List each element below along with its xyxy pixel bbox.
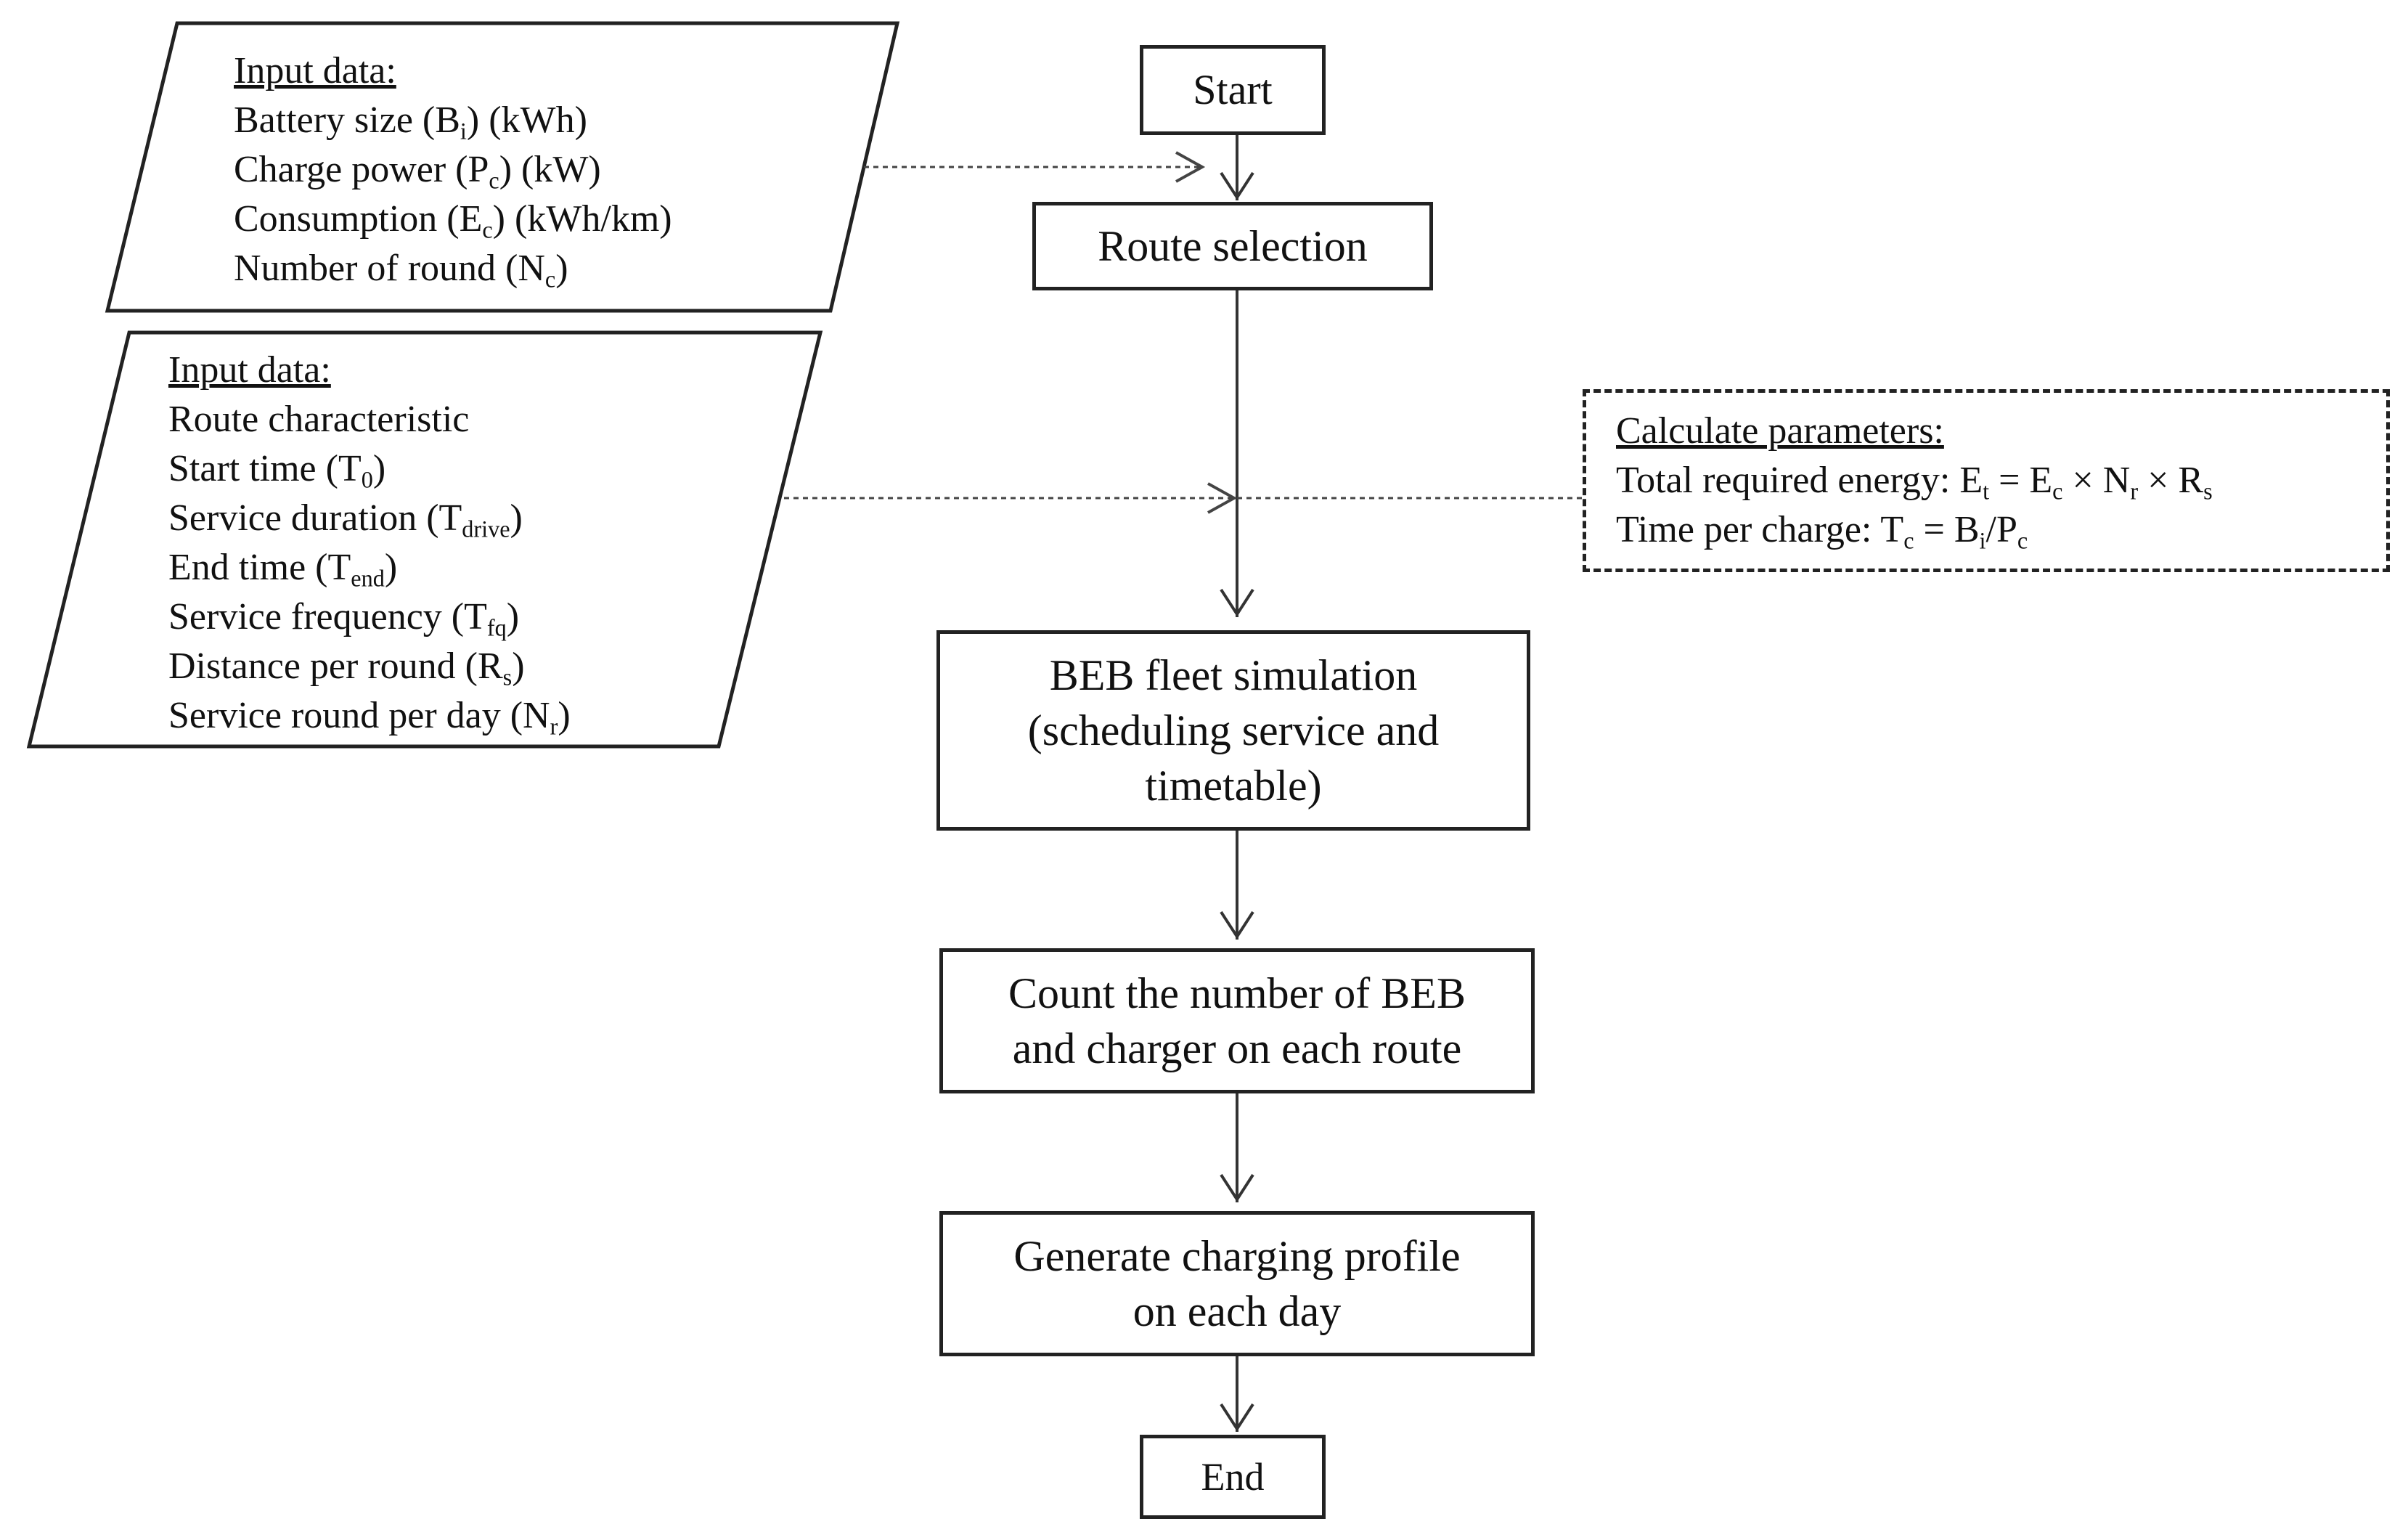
input2-line-rounds-per-day: Service round per day (Nr) — [168, 695, 571, 740]
arrowhead-input1 — [1175, 151, 1206, 183]
input1-title: Input data: — [234, 50, 396, 91]
input2-line-frequency: Service frequency (Tfq) — [168, 596, 520, 641]
input1-line-charge-power: Charge power (Pc) (kW) — [234, 149, 601, 194]
input2-line-start-time: Start time (T0) — [168, 448, 386, 493]
arrowhead-route — [1220, 171, 1254, 200]
calculate-parameters-text: Calculate parameters: Total required ene… — [1616, 407, 2213, 555]
input1-line-rounds: Number of round (Nc) — [234, 248, 568, 293]
arrowhead-generate — [1220, 1173, 1254, 1202]
params-time-formula: Time per charge: Tc = Bi/Pc — [1616, 509, 2028, 554]
route-selection-box: Route selection — [1032, 202, 1433, 290]
input2-title: Input data: — [168, 349, 331, 391]
input2-line-route: Route characteristic — [168, 399, 470, 440]
params-title: Calculate parameters: — [1616, 410, 1944, 452]
generate-box: Generate charging profile on each day — [939, 1211, 1535, 1356]
simulation-line-3: timetable) — [1145, 762, 1322, 810]
input1-line-battery: Battery size (Bi) (kWh) — [234, 99, 587, 144]
end-label: End — [1201, 1455, 1265, 1499]
count-box: Count the number of BEB and charger on e… — [939, 948, 1535, 1093]
start-label: Start — [1193, 66, 1273, 113]
generate-line-2: on each day — [1132, 1287, 1342, 1335]
input-data-parallelogram-1 — [105, 21, 900, 313]
input-data-2-text: Input data: Route characteristic Start t… — [168, 346, 571, 741]
input-data-1-text: Input data: Battery size (Bi) (kWh) Char… — [234, 46, 672, 293]
generate-line-1: Generate charging profile — [1013, 1232, 1461, 1280]
simulation-box: BEB fleet simulation (scheduling service… — [936, 630, 1530, 831]
route-selection-label: Route selection — [1098, 222, 1368, 270]
arrowhead-end — [1220, 1403, 1254, 1432]
input2-line-end-time: End time (Tend) — [168, 547, 398, 592]
arrowhead-sim — [1220, 588, 1254, 617]
arrowhead-input2 — [1207, 482, 1238, 514]
simulation-line-1: BEB fleet simulation — [1049, 651, 1418, 699]
simulation-line-2: (scheduling service and — [1027, 706, 1440, 754]
start-terminal: Start — [1140, 45, 1326, 135]
calculate-parameters-box — [1583, 389, 2390, 572]
input1-line-consumption: Consumption (Ec) (kWh/km) — [234, 198, 672, 243]
count-line-2: and charger on each route — [1012, 1024, 1462, 1072]
input2-line-distance: Distance per round (Rs) — [168, 645, 525, 690]
input2-line-duration: Service duration (Tdrive) — [168, 497, 523, 542]
arrowhead-count — [1220, 910, 1254, 940]
end-terminal: End — [1140, 1435, 1326, 1519]
count-line-1: Count the number of BEB — [1008, 969, 1466, 1017]
params-energy-formula: Total required energy: Et = Ec × Nr × Rs — [1616, 460, 2213, 505]
input-data-parallelogram-2 — [26, 330, 823, 749]
